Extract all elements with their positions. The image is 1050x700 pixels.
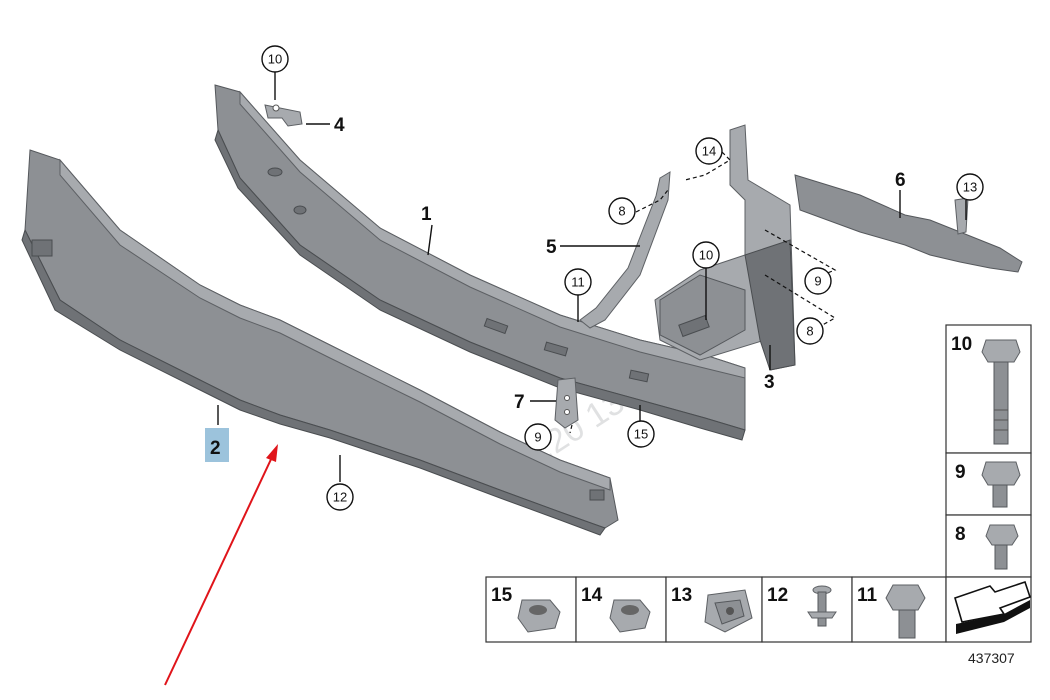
- part-labels: 1 2 3 4 5 6 7: [205, 115, 906, 462]
- hw-label-13: 13: [671, 585, 692, 606]
- label-part-7: 7: [514, 392, 525, 413]
- clip: [554, 377, 579, 429]
- nut-14-icon: [609, 599, 651, 633]
- callout-8-upper: 8: [608, 197, 636, 225]
- red-arrow: [164, 444, 278, 686]
- hardware-panel-bottom: 15 14 13 12 11: [485, 576, 1032, 643]
- svg-text:11: 11: [571, 275, 585, 290]
- side-bracket: [794, 174, 1023, 273]
- hw-label-14: 14: [581, 585, 603, 606]
- hw-label-10: 10: [951, 334, 972, 355]
- label-part-2: 2: [210, 438, 221, 459]
- callout-12: 12: [326, 483, 354, 511]
- callout-13: 13: [956, 173, 984, 201]
- strut: [579, 171, 671, 329]
- diagram-reference-number: 437307: [968, 650, 1015, 666]
- hardware-panel-side: 10 9 8: [945, 324, 1032, 578]
- label-part-1: 1: [421, 204, 432, 225]
- bumper-absorber: [21, 149, 619, 536]
- hw-label-15: 15: [491, 585, 513, 606]
- label-part-5: 5: [546, 237, 557, 258]
- hw-label-11: 11: [857, 585, 878, 606]
- direction-arrow-icon: [954, 580, 1032, 634]
- rivet-12-icon: [807, 585, 837, 627]
- label-part-3: 3: [764, 372, 775, 393]
- callout-14: 14: [695, 137, 723, 165]
- callout-11: 11: [564, 268, 592, 296]
- clip-nut-13-icon: [704, 589, 753, 633]
- svg-text:13: 13: [963, 180, 977, 195]
- callout-9-right: 9: [804, 267, 832, 295]
- hw-label-12: 12: [767, 585, 788, 606]
- svg-text:9: 9: [534, 430, 541, 445]
- svg-text:10: 10: [699, 248, 713, 263]
- leader-lines: [217, 72, 967, 482]
- svg-text:14: 14: [702, 144, 716, 159]
- label-part-4: 4: [334, 115, 345, 136]
- bolt-8-icon: [985, 524, 1019, 570]
- svg-text:12: 12: [333, 490, 347, 505]
- hw-label-8: 8: [955, 524, 966, 545]
- callout-10-bracket: 10: [692, 241, 720, 269]
- bumper-carrier-beam: [214, 84, 746, 441]
- bolt-9-icon: [981, 461, 1021, 508]
- svg-text:9: 9: [814, 274, 821, 289]
- label-part-2-highlight: [205, 428, 229, 462]
- svg-text:10: 10: [268, 52, 282, 67]
- callout-10-top: 10: [261, 45, 289, 73]
- bolt-11-icon: [885, 584, 926, 639]
- callout-8-lower: 8: [796, 317, 824, 345]
- callout-9-clip: 9: [524, 423, 552, 451]
- svg-text:8: 8: [618, 204, 625, 219]
- nut-15-icon: [517, 599, 561, 633]
- hw-label-9: 9: [955, 462, 966, 483]
- mounting-bracket: [654, 124, 796, 371]
- callout-15: 15: [627, 420, 655, 448]
- label-part-6: 6: [895, 170, 906, 191]
- callouts: 10 14 8 13 10 11 9 8 9 15 12: [261, 45, 984, 511]
- svg-text:15: 15: [634, 427, 648, 442]
- small-bracket: [264, 104, 303, 127]
- svg-text:8: 8: [806, 324, 813, 339]
- bolt-10-icon: [981, 339, 1021, 445]
